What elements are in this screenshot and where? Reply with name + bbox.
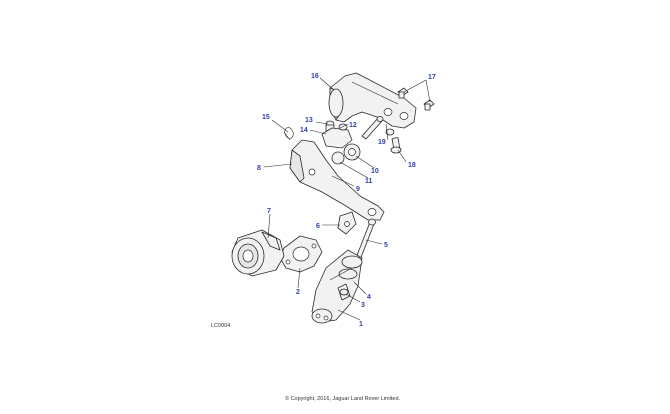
push-rod-part-5 [355,218,376,261]
callout-8: 8 [257,165,261,172]
callout-3: 3 [361,302,365,309]
fasteners-part-17 [397,87,435,111]
callout-17: 17 [428,74,436,81]
bolt-part-18 [390,137,402,154]
callout-6: 6 [316,223,320,230]
callout-16: 16 [311,73,319,80]
gasket-part-2 [279,235,323,273]
reference-code: LC0004 [211,323,230,329]
callout-11: 11 [365,178,373,185]
callout-labels: 16 17 15 13 12 14 19 18 10 11 8 9 7 6 5 … [257,73,436,328]
pedal-bracket-part-16 [328,72,417,129]
bolt-part-19 [361,116,395,140]
copyright-notice: © Copyright, 2016, Jaguar Land Rover Lim… [285,395,401,402]
callout-10: 10 [371,168,379,175]
callout-19: 19 [378,139,386,146]
bracket-part-6 [337,211,357,235]
release-bearing-part-7 [231,229,285,277]
callout-5: 5 [384,242,388,249]
callout-18: 18 [408,162,416,169]
callout-7: 7 [267,208,271,215]
callout-4: 4 [367,294,371,301]
callout-1: 1 [359,321,363,328]
callout-9: 9 [356,186,360,193]
master-cylinder-part-1 [311,249,363,324]
pivot-assembly-parts-12-13-14 [321,120,353,149]
callout-13: 13 [305,117,313,124]
leader-lines [263,77,431,321]
callout-14: 14 [300,127,308,134]
clutch-lever-part-8-9 [289,139,385,221]
clip-part-15 [283,127,294,141]
callout-2: 2 [296,289,300,296]
callout-12: 12 [349,122,357,129]
callout-15: 15 [262,114,270,121]
